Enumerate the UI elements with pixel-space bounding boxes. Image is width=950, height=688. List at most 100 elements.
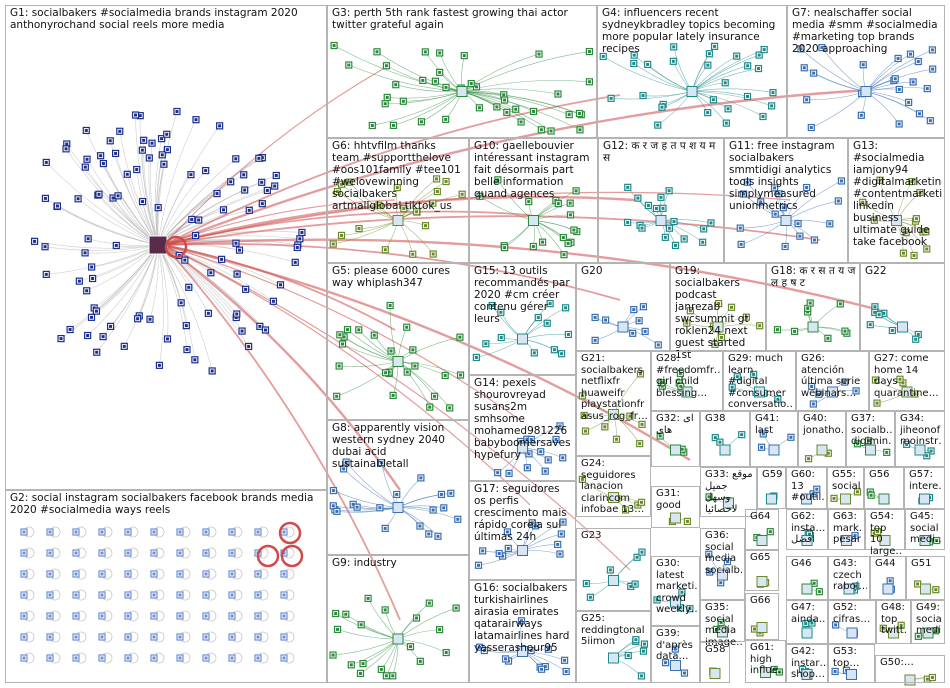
vertex-g13-8-core — [914, 217, 918, 221]
center-vertex-g8 — [392, 502, 404, 513]
vertex-g20-2-core — [643, 329, 647, 333]
edge-g1-95 — [124, 244, 159, 347]
vertex-g9-15-core — [361, 662, 365, 666]
edge-g1-54 — [150, 143, 159, 246]
vertex-g17-11-core — [506, 546, 510, 550]
vertex-g3-15-core — [332, 44, 336, 48]
vertex-g4-0-core — [757, 67, 761, 71]
center-vertex-g5 — [392, 356, 404, 367]
vertex-g1-103-core — [165, 132, 169, 136]
vertex-g29-0-core — [776, 397, 780, 401]
center-vertex-g29 — [754, 386, 765, 398]
vertex-g10-11-core — [574, 189, 578, 193]
vertex-g2-1-3-core — [100, 551, 104, 555]
vertex-g2-0-8-core — [230, 530, 234, 534]
edge-g1-100 — [157, 125, 220, 246]
group-label-g62: G62: insta… أفضل — [791, 511, 825, 545]
group-label-g34: G34: jiheonof moinstr… — [900, 413, 942, 447]
vertex-g3-11-core — [401, 99, 405, 103]
vertex-g2-0-9-core — [256, 530, 260, 534]
vertex-g49-0-core — [916, 634, 920, 638]
group-label-g63: G63: mark… pesar… — [833, 511, 862, 545]
vertex-g12-17-core — [646, 203, 650, 207]
vertex-g5-1-core — [413, 364, 417, 368]
vertex-g14-2-core — [525, 466, 529, 470]
vertex-g2-4-7-core — [204, 614, 208, 618]
group-panel-g57: G57: intere… — [904, 467, 945, 509]
vertex-g2-4-0-core — [22, 614, 26, 618]
edge-g7-12 — [865, 91, 931, 121]
vertex-g32-2-core — [680, 447, 684, 451]
vertex-g3-33-core — [577, 111, 581, 115]
vertex-g1-47-core — [247, 344, 251, 348]
vertex-g5-19-core — [391, 393, 395, 397]
vertex-g22-1-core — [868, 323, 872, 327]
vertex-g1-67-core — [118, 129, 122, 133]
group-label-g25: G25: reddingtonal 5iimon — [581, 613, 648, 647]
vertex-g9-16-core — [384, 674, 388, 678]
vertex-g22-6-core — [914, 337, 918, 341]
center-vertex-g59 — [766, 493, 777, 505]
group-label-g1: G1: socialbakers #socialmedia brands ins… — [10, 7, 301, 31]
vertex-g1-27-core — [86, 237, 90, 241]
vertex-g4-19-core — [706, 111, 710, 115]
vertex-g1-75-core — [157, 363, 161, 367]
vertex-g3-1-core — [394, 83, 398, 87]
vertex-g7-6-core — [897, 122, 901, 126]
vertex-g3-39-core — [556, 92, 560, 96]
vertex-g2-5-5-core — [152, 635, 156, 639]
vertex-g16-3-core — [564, 669, 568, 673]
vertex-g5-2-core — [388, 304, 392, 308]
edge-g4-11 — [633, 63, 693, 92]
vertex-g8-20-core — [419, 476, 423, 480]
vertex-g9-14-core — [454, 606, 458, 610]
edge-g1-79 — [87, 244, 159, 336]
vertex-g10-13-core — [568, 213, 572, 217]
vertex-g2-4-2-core — [74, 614, 78, 618]
vertex-g2-0-3-core — [100, 530, 104, 534]
group-panel-g65: G65 — [745, 550, 779, 591]
center-vertex-g13 — [891, 215, 902, 226]
vertex-g2-3-10-core — [282, 593, 286, 597]
group-panel-g47: G47: ainda… — [786, 600, 828, 644]
vertex-g2-4-6-core — [178, 614, 182, 618]
vertex-g7-22-core — [893, 77, 897, 81]
group-panel-g48: G48: top twitt… — [876, 600, 911, 644]
group-panel-g64: G64 — [745, 509, 779, 550]
edge-g3-29 — [461, 91, 581, 131]
vertex-g5-13-core — [372, 333, 376, 337]
vertex-g3-19-core — [444, 117, 448, 121]
group-panel-g58: G58 — [700, 642, 730, 683]
vertex-g15-6-core — [564, 306, 568, 310]
vertex-g2-3-3-core — [100, 593, 104, 597]
center-vertex-g56 — [878, 493, 890, 505]
vertex-g2-5-9-core — [256, 635, 260, 639]
g2-highlight-loop-3 — [280, 544, 304, 568]
group-label-g19: G19: socialbakers podcast janrezab swcsu… — [675, 265, 752, 361]
vertex-g2-0-6-core — [178, 530, 182, 534]
vertex-g34-1-core — [929, 449, 933, 453]
group-label-g12: G12: क र ज ह त प श य म स — [603, 140, 719, 164]
group-label-g5: G5: please 6000 cures way whiplash347 — [332, 265, 454, 289]
vertex-g23-5-core — [588, 595, 592, 599]
group-panel-g66: G66 — [745, 593, 779, 640]
vertex-g22-7-core — [877, 313, 881, 317]
vertex-g47-1-core — [804, 622, 808, 626]
vertex-g3-16-core — [438, 51, 442, 55]
vertex-g29-4-core — [752, 372, 756, 376]
vertex-g1-6-core — [189, 173, 193, 177]
vertex-g1-55-core — [125, 172, 129, 176]
group-label-g41: G41: last — [755, 413, 783, 436]
vertex-g2-2-10-core — [282, 572, 286, 576]
group-panel-g49: G49: social medi… — [911, 600, 945, 644]
vertex-g54-1-core — [876, 530, 880, 534]
edge-g7-18 — [800, 48, 867, 92]
vertex-g7-18-core — [799, 47, 803, 51]
vertex-g21-1-core — [628, 414, 632, 418]
vertex-g14-0-core — [525, 437, 529, 441]
vertex-g66-1-core — [752, 627, 756, 631]
vertex-g8-3-core — [427, 532, 431, 536]
edge-g9-7 — [335, 613, 399, 640]
center-vertex-g15 — [517, 333, 528, 345]
